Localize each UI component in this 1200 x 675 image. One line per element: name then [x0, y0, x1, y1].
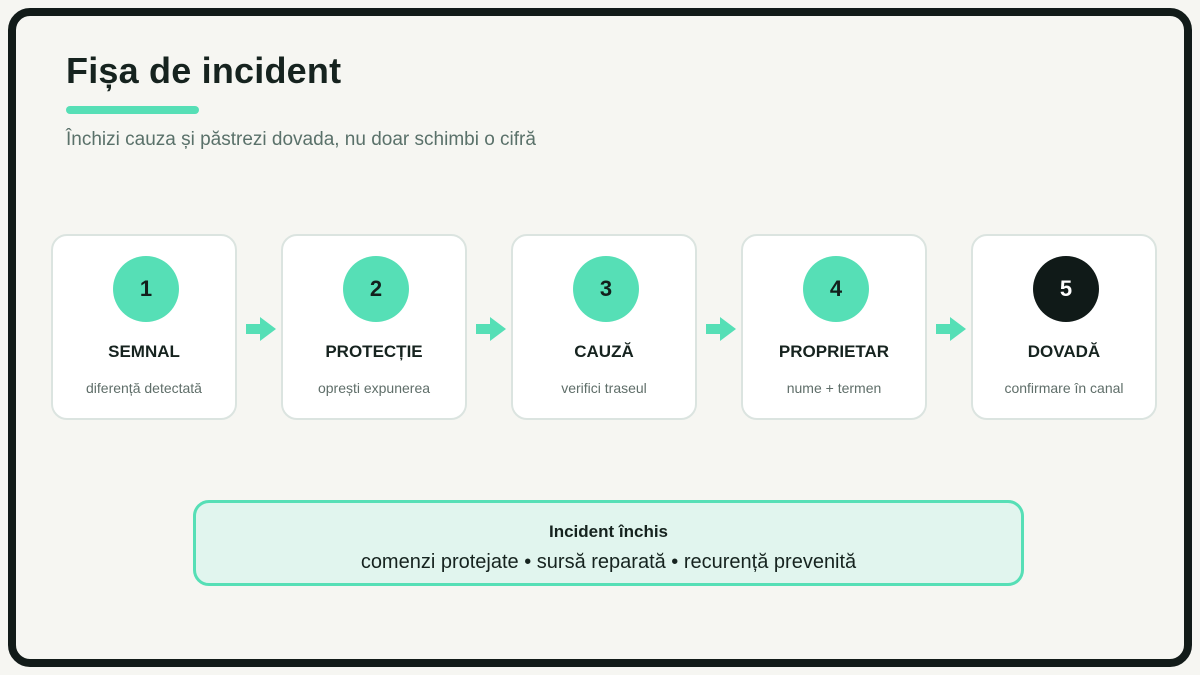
step-description: oprești expunerea [317, 380, 431, 396]
title-underline [66, 106, 199, 114]
step-number-badge: 4 [803, 256, 869, 322]
step-number-badge: 5 [1033, 256, 1099, 322]
arrow-right-icon [706, 317, 736, 341]
step-title: PROTECȚIE [325, 342, 423, 361]
step-card-5: 5 DOVADĂ confirmare în canal [971, 234, 1157, 420]
step-number-badge: 2 [343, 256, 409, 322]
result-box: Incident închis comenzi protejate • surs… [193, 500, 1024, 586]
step-description: confirmare în canal [1004, 380, 1124, 396]
step-description: nume + termen [786, 380, 882, 396]
page-title: Fișa de incident [66, 50, 342, 91]
step-title: DOVADĂ [1027, 342, 1101, 361]
page-subtitle: Închizi cauza și păstrezi dovada, nu doa… [66, 129, 536, 150]
step-card-3: 3 CAUZĂ verifici traseul [511, 234, 697, 420]
step-title: CAUZĂ [574, 342, 634, 361]
step-title: SEMNAL [108, 342, 180, 361]
arrow-right-icon [476, 317, 506, 341]
slide-frame: Fișa de incident Închizi cauza și păstre… [8, 8, 1192, 667]
step-number-badge: 1 [113, 256, 179, 322]
result-items: comenzi protejate • sursă reparată • rec… [360, 551, 857, 573]
arrow-right-icon [936, 317, 966, 341]
result-title: Incident închis [548, 522, 669, 541]
step-card-1: 1 SEMNAL diferență detectată [51, 234, 237, 420]
step-title: PROPRIETAR [778, 342, 890, 361]
step-card-4: 4 PROPRIETAR nume + termen [741, 234, 927, 420]
step-card-2: 2 PROTECȚIE oprești expunerea [281, 234, 467, 420]
arrow-right-icon [246, 317, 276, 341]
step-description: diferență detectată [86, 380, 202, 396]
step-number-badge: 3 [573, 256, 639, 322]
step-description: verifici traseul [561, 380, 647, 396]
